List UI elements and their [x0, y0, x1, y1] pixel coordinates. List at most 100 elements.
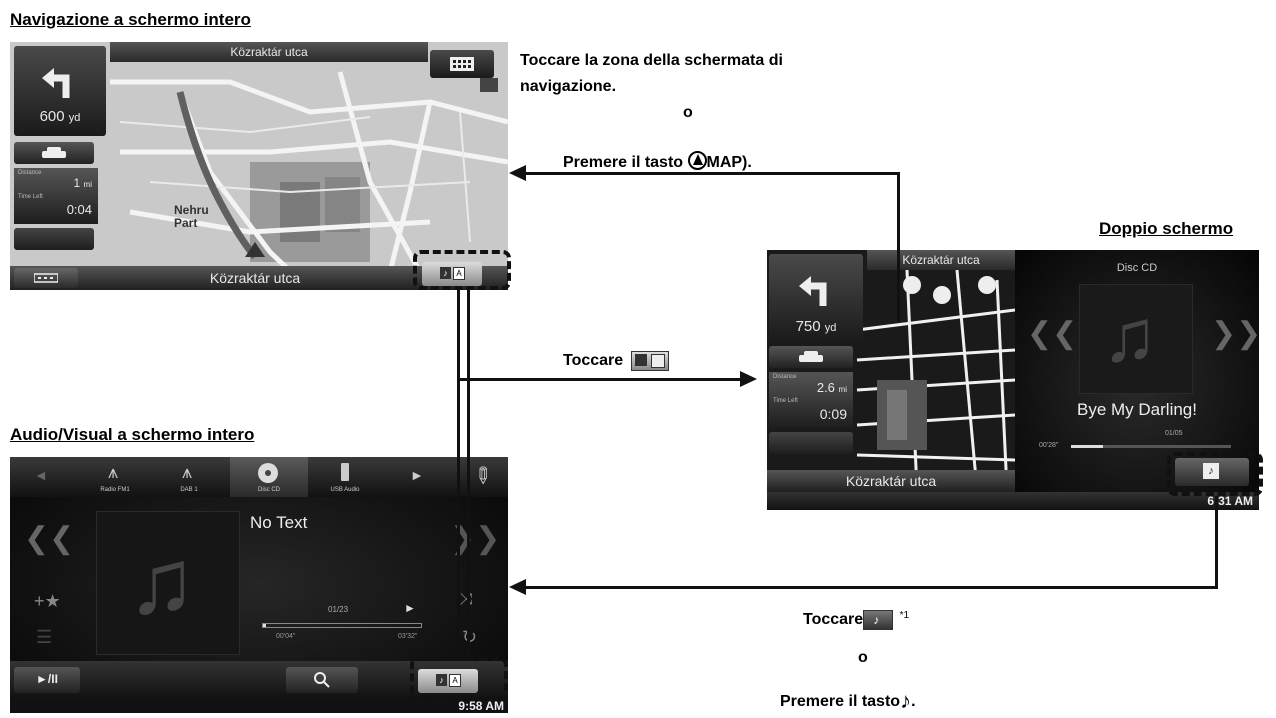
- dab-antenna-icon: ⩚: [182, 462, 193, 482]
- av-play-status-icon: ►: [404, 601, 416, 615]
- dual-distance-label: Distance: [773, 374, 797, 380]
- av-tab-prev-icon[interactable]: ◄: [34, 467, 48, 483]
- keyboard-button[interactable]: [430, 50, 494, 78]
- dual-bottom-street-name: Közraktár utca: [845, 473, 937, 489]
- nav-av-toggle-highlight: [413, 250, 511, 290]
- search-icon: [314, 672, 330, 688]
- instruction-tap: Toccare: [563, 351, 669, 371]
- dual-track-title: Bye My Darling!: [1077, 400, 1197, 419]
- av-play-pause-label: ►/II: [36, 672, 58, 686]
- heading-av-full: Audio/Visual a schermo intero: [10, 425, 255, 444]
- map-key-icon: [687, 151, 707, 170]
- map-suffix: MAP).: [706, 154, 752, 171]
- dual-status-bar: [767, 492, 1259, 510]
- dual-note-icon: ♪: [1203, 463, 1219, 479]
- av-search-button[interactable]: [286, 667, 358, 693]
- av-play-pause-button[interactable]: ►/II: [14, 667, 80, 693]
- dual-car-icon: [799, 351, 823, 362]
- av-tab-radio[interactable]: ⩚ Radio FM1: [100, 462, 130, 493]
- connector-to-dual-horizontal: [460, 378, 740, 381]
- distance-label: Distance: [18, 170, 42, 176]
- av-tab-dab[interactable]: ⩚ DAB 1: [180, 462, 198, 493]
- music-note-icon: ♪: [900, 688, 912, 713]
- connector-nav-av-right: [467, 290, 470, 658]
- av-tab-usb[interactable]: USB Audio: [310, 459, 380, 495]
- distance-value: 1 mi: [73, 176, 92, 190]
- music-period: .: [911, 693, 916, 710]
- dual-progress-track[interactable]: [1071, 445, 1231, 448]
- connector-dual-to-nav-vertical: [897, 172, 900, 322]
- arrowhead-to-nav: [509, 165, 526, 181]
- car-icon: [42, 147, 66, 158]
- av-prev-icon[interactable]: ❮❮: [24, 522, 75, 555]
- av-nav-toggle-button[interactable]: ♪ A: [418, 669, 478, 693]
- dual-audio-only-button[interactable]: ♪: [1175, 458, 1249, 486]
- nav-top-street-bar: Közraktár utca: [110, 42, 428, 62]
- nav-top-street-name: Közraktár utca: [230, 45, 308, 59]
- heading-nav-full: Navigazione a schermo intero: [10, 10, 251, 29]
- arrowhead-to-av: [509, 579, 526, 595]
- instruction-tap-2: Toccare ♪ *1: [803, 610, 909, 630]
- connector-dual-to-av-vertical: [1215, 496, 1218, 588]
- dual-album-art: ♫: [1079, 284, 1193, 394]
- usb-icon: [341, 463, 349, 481]
- av-status-bar: [10, 699, 508, 713]
- radio-antenna-icon: ⩚: [108, 462, 119, 482]
- keypad-icon: [450, 57, 474, 71]
- nav-distance: 600 yd: [39, 108, 81, 125]
- arrowhead-to-dual: [740, 371, 757, 387]
- disc-icon: [258, 463, 278, 483]
- music-note-icon-small: ♪: [440, 267, 451, 279]
- dual-next-icon[interactable]: ❯❯: [1211, 317, 1259, 350]
- poi-label: Nehru Part: [174, 203, 209, 230]
- av-list-icon[interactable]: ☰: [36, 627, 53, 647]
- dual-extra-button[interactable]: [769, 432, 853, 454]
- footnote-marker: *1: [899, 610, 910, 621]
- dual-bottom-bar: [767, 470, 1015, 492]
- dual-audio-only-highlight: [1167, 452, 1263, 496]
- av-favorite-icon[interactable]: +★: [34, 591, 61, 611]
- av-tab-next-icon[interactable]: ►: [410, 467, 424, 483]
- dual-clock: 6:31 AM: [1207, 494, 1253, 508]
- nav-extra-button[interactable]: [14, 228, 94, 250]
- music-prefix: Premere il tasto: [780, 693, 901, 710]
- av-tab-disc[interactable]: Disc CD: [230, 457, 308, 497]
- nav-av-toggle-button[interactable]: ♪ A: [422, 262, 482, 286]
- time-left-value: 0:04: [66, 202, 92, 217]
- instruction-nav-line1: Toccare la zona della schermata di: [520, 52, 783, 69]
- dual-turn-left-arrow-icon: [799, 276, 827, 306]
- dual-top-street-name: Közraktár utca: [902, 253, 980, 267]
- instruction-nav-line2: navigazione.: [520, 78, 617, 95]
- wrench-icon: ✎: [467, 460, 498, 492]
- tap-label: Toccare: [563, 352, 624, 370]
- dual-trip-info-panel: Distance 2.6 mi Time Left 0:09: [769, 372, 853, 428]
- dual-screen-screenshot: Közraktár utca 750 yd Distance 2.6 mi Ti…: [767, 250, 1259, 510]
- av-album-music-note-icon: ♫: [127, 531, 196, 633]
- nav-bottom-street-name: Közraktár utca: [209, 270, 301, 286]
- traffic-button[interactable]: [14, 142, 94, 164]
- dual-audio-panel: Disc CD ❮❮ ❯❯ ♫ Bye My Darling! 01/05 00…: [1015, 250, 1259, 492]
- instruction-music: Premere il tasto♪.: [780, 688, 916, 714]
- av-nav-toggle-icon: [630, 351, 669, 371]
- dual-album-music-note-icon: ♫: [1102, 294, 1158, 377]
- dual-source-label: Disc CD: [1116, 262, 1158, 274]
- dual-progress-fill: [1071, 445, 1103, 448]
- nav-menu-button[interactable]: [14, 268, 78, 288]
- instruction-or-1: o: [683, 104, 693, 121]
- connector-dual-to-nav-horizontal: [524, 172, 900, 175]
- dual-time-left-value: 0:09: [819, 406, 847, 422]
- dual-top-street-bar: Közraktár utca: [867, 250, 1015, 270]
- av-progress-track[interactable]: [262, 623, 422, 628]
- dual-distance-value: 2.6 mi: [816, 380, 847, 395]
- dual-prev-icon[interactable]: ❮❮: [1027, 317, 1078, 350]
- map-prefix: Premere il tasto: [563, 154, 688, 171]
- dual-track-number: 01/05: [1165, 430, 1183, 437]
- dual-turn-panel[interactable]: 750 yd: [769, 254, 863, 342]
- nav-turn-panel[interactable]: 600 yd: [14, 46, 106, 136]
- map-icon-small: A: [453, 267, 465, 280]
- av-track-number: 01/23: [328, 605, 349, 614]
- instruction-map: Premere il tasto MAP).: [563, 151, 752, 172]
- dual-time-left-label: Time Left: [773, 398, 798, 404]
- av-settings-button[interactable]: ✎: [458, 457, 508, 497]
- dual-traffic-button[interactable]: [769, 346, 853, 368]
